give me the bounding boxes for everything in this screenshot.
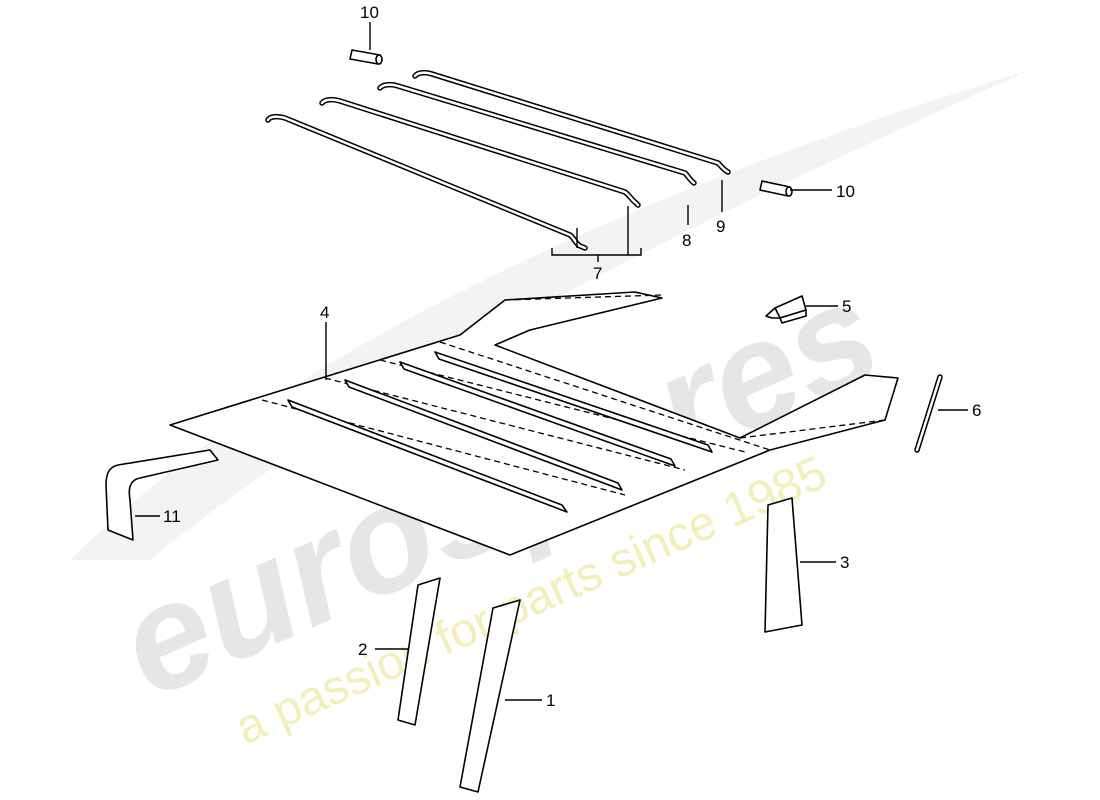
callout-4: 4 (320, 303, 329, 322)
pin-top (349, 49, 383, 65)
pin-right (759, 180, 793, 197)
callout-11: 11 (163, 507, 181, 526)
callout-9: 9 (716, 217, 725, 236)
callout-10-top: 10 (360, 3, 379, 22)
trim-end-piece (105, 449, 219, 541)
roof-bows (265, 69, 731, 251)
side-trim (764, 497, 803, 633)
pillar-trim-long (459, 599, 521, 793)
callouts: 10 10 9 8 7 4 5 6 3 11 2 1 (163, 3, 981, 710)
callout-1: 1 (546, 691, 555, 710)
clip (765, 295, 807, 324)
small-rod (914, 374, 943, 453)
callout-8: 8 (682, 231, 691, 250)
headliner-panel (169, 291, 899, 556)
pillar-trim-short (397, 577, 441, 726)
callout-10-right: 10 (836, 182, 855, 201)
callout-3: 3 (840, 553, 849, 572)
leader-lines (135, 22, 968, 701)
callout-6: 6 (972, 401, 981, 420)
callout-7: 7 (593, 264, 602, 283)
callout-2: 2 (358, 640, 367, 659)
callout-5: 5 (842, 297, 851, 316)
